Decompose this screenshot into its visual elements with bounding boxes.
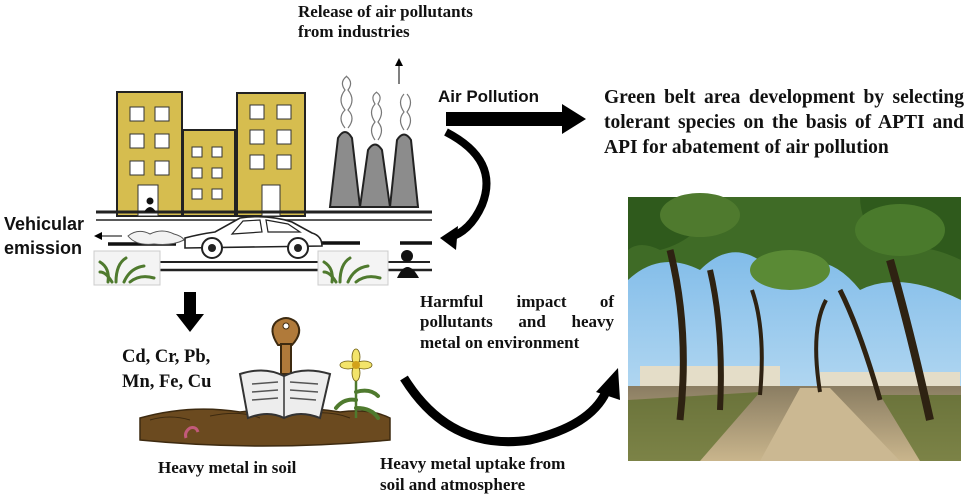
harmful-impact-label: Harmful impact of pollutants and heavy m… [420, 292, 614, 353]
building-left [117, 92, 182, 216]
roadside-plants [94, 251, 388, 285]
car [185, 217, 322, 258]
building-right [237, 93, 305, 216]
green-belt-photo [628, 193, 961, 461]
smoke-plume [341, 76, 411, 140]
heavy-metal-uptake-label: Heavy metal uptake from soil and atmosph… [380, 453, 565, 496]
release-pollutants-label: Release of air pollutants from industrie… [298, 2, 473, 42]
flower-plant-icon [336, 349, 378, 418]
building-middle [183, 130, 235, 216]
curved-arrow-to-forest [404, 378, 606, 442]
city-buildings [117, 92, 305, 216]
vehicular-emission-label: Vehicular emission [4, 212, 84, 261]
industry-chimneys [330, 62, 418, 207]
sign-board-icon [240, 370, 330, 418]
shovel-icon [272, 318, 299, 374]
green-belt-label: Green belt area development by selecting… [604, 86, 964, 160]
air-pollution-label: Air Pollution [438, 87, 539, 107]
heavy-metal-soil-label: Heavy metal in soil [158, 458, 296, 478]
air-pollution-arrow [446, 104, 586, 134]
heavy-metals-list: Cd, Cr, Pb, Mn, Fe, Cu [122, 345, 211, 395]
curved-arrow-to-road [446, 132, 487, 238]
down-arrow [176, 292, 204, 332]
